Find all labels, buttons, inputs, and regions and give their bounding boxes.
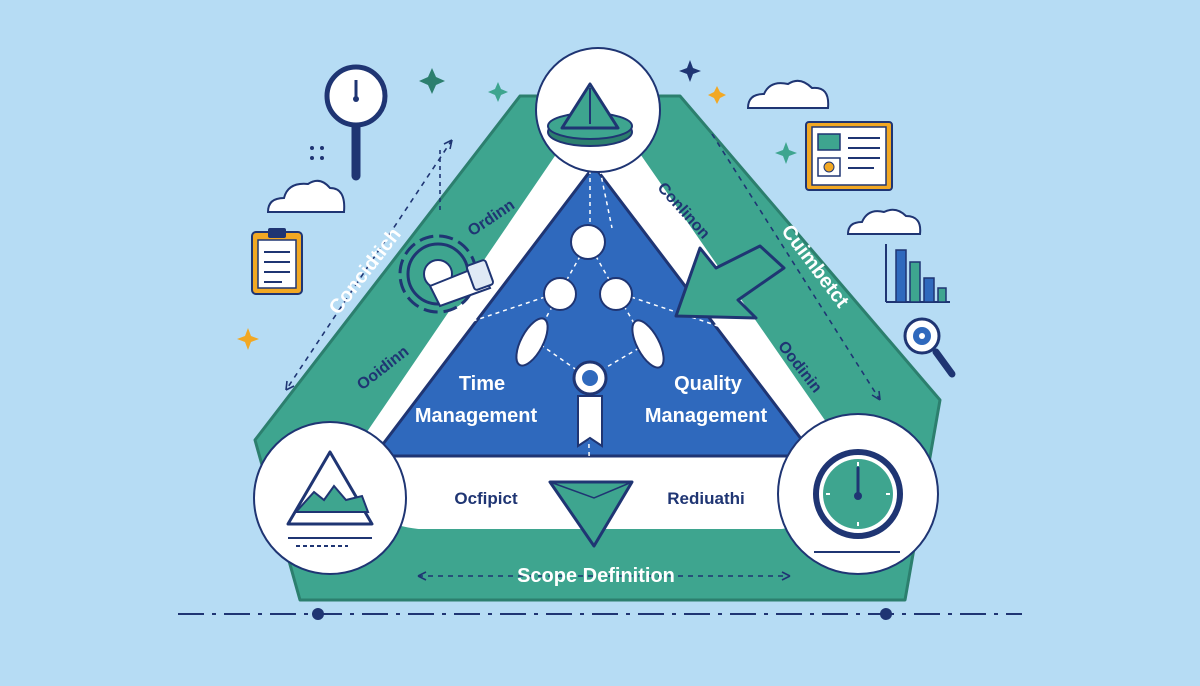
document-icon (805, 121, 893, 191)
baseline (178, 608, 1022, 620)
gem-icon (548, 480, 634, 548)
clipboard-icon (251, 228, 303, 295)
dot-icon (320, 156, 324, 160)
cloud-icon (266, 179, 346, 213)
bottom-right-label: Rediuathi (667, 489, 744, 508)
clock-icon (813, 449, 903, 539)
magnifier-target-icon (903, 317, 956, 378)
people-network-icon (445, 169, 731, 519)
mountain-icon (286, 450, 374, 547)
bottom-left-node (253, 421, 407, 575)
dot-icon (310, 156, 314, 160)
sparkle-icon (237, 328, 259, 350)
clouds (266, 79, 922, 235)
cloud-icon (846, 208, 922, 235)
bottom-right-node (777, 413, 939, 575)
quality-management-label-line2: Management (645, 405, 768, 427)
bar-chart-icon (885, 244, 950, 303)
bottom-left-label: Ocfipict (454, 489, 518, 508)
quality-management-label-line1: Quality (674, 373, 743, 395)
cloud-icon (746, 79, 830, 109)
background-sparkles (237, 60, 797, 350)
sparkle-icon (488, 82, 508, 102)
triangle-labels: Time Management Quality Management (415, 373, 768, 427)
sparkle-icon (679, 60, 701, 82)
dot-icon (320, 146, 324, 150)
sparkle-icon (775, 142, 797, 164)
time-management-label-line1: Time (459, 373, 505, 395)
sparkle-icon (419, 68, 445, 94)
scope-definition-label: Scope Definition (517, 565, 675, 587)
band-flow-arrows (285, 133, 881, 581)
time-management-label-line2: Management (415, 405, 538, 427)
wrench-icon (428, 259, 494, 308)
sparkle-icon (708, 86, 726, 104)
compass-icon (547, 82, 633, 147)
arrow-icon (674, 244, 786, 320)
dot-icon (310, 146, 314, 150)
top-node (535, 47, 661, 173)
magnifier-clock-icon (324, 64, 388, 181)
